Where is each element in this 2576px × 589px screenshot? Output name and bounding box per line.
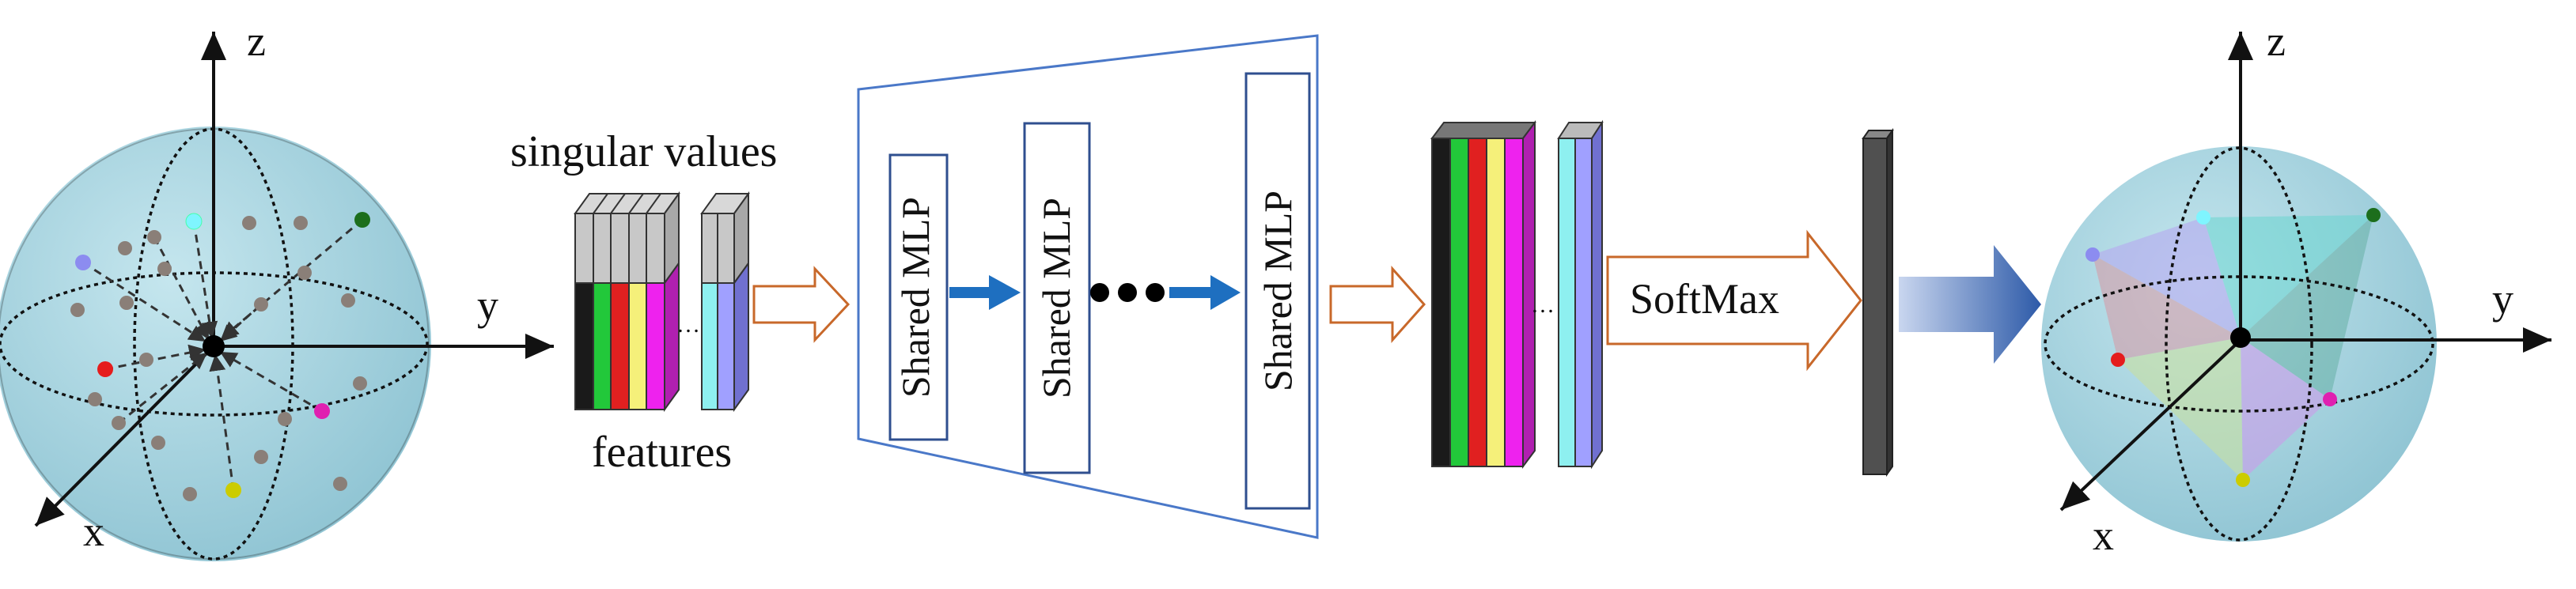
softmax-output-vector — [1862, 127, 1894, 478]
left-point-purple — [75, 255, 91, 270]
output-features — [1430, 119, 1604, 470]
left-point-green — [354, 212, 370, 228]
left-axis-x-label: x — [83, 508, 104, 555]
face-red-yellow — [2118, 338, 2243, 480]
input-matrix: singular values — [510, 127, 777, 477]
left-axis-y-label: y — [477, 281, 498, 329]
softmax-label: SoftMax — [1630, 275, 1779, 323]
left-axis-z-label: z — [247, 17, 266, 65]
mlp-network: Shared MLP Shared MLP Shared MLP — [857, 34, 1319, 539]
left-point-red — [97, 361, 113, 377]
right-origin — [2230, 327, 2251, 348]
mlp-trapezoid — [857, 34, 1319, 539]
right-sphere: z y x — [2041, 17, 2551, 559]
right-x-axis — [2059, 338, 2242, 512]
softmax-arrow: SoftMax — [1606, 229, 1862, 372]
face-yellow-magenta — [2241, 338, 2330, 480]
face-cyan-green — [2203, 215, 2373, 338]
result-arrow — [1899, 245, 2041, 364]
left-point-magenta — [314, 403, 330, 419]
feature-columns — [574, 260, 749, 413]
mlp-ellipsis — [1090, 283, 1165, 302]
mlp-block-3 — [1244, 72, 1311, 510]
features-label: features — [592, 428, 732, 477]
softmax-arrow-shape — [1606, 229, 1862, 372]
left-sphere-gray-points — [70, 216, 367, 501]
right-axis-x-label: x — [2093, 512, 2114, 559]
mlp-block-2 — [1023, 122, 1091, 474]
singular-values-label: singular values — [510, 127, 777, 176]
right-axis-z-label: z — [2267, 17, 2286, 65]
matrix-ellipsis: … — [676, 311, 700, 338]
face-green-magenta — [2241, 215, 2373, 399]
left-sphere: z y x — [0, 17, 554, 561]
output-ellipsis: … — [1531, 292, 1555, 318]
left-x-axis — [34, 345, 215, 527]
singular-values-block — [574, 191, 750, 286]
right-point-purple — [2085, 247, 2100, 262]
mlp-block-2-label: Shared MLP — [1034, 198, 1078, 398]
right-point-green — [2366, 208, 2381, 222]
hollow-arrow-2 — [1329, 266, 1426, 343]
left-point-yellow — [225, 482, 241, 498]
right-point-cyan — [2196, 210, 2210, 225]
mlp-block-1-label: Shared MLP — [893, 197, 938, 398]
mlp-block-1 — [888, 153, 949, 441]
left-sphere-vectors — [82, 218, 363, 491]
face-red-purple — [2093, 255, 2241, 360]
right-point-magenta — [2323, 392, 2337, 406]
mlp-block-3-label: Shared MLP — [1256, 191, 1300, 391]
left-origin — [203, 335, 225, 357]
right-axis-y-label: y — [2492, 275, 2513, 323]
left-point-cyan — [185, 213, 203, 230]
right-point-yellow — [2236, 473, 2250, 487]
right-point-red — [2111, 353, 2125, 367]
face-purple-cyan — [2093, 217, 2241, 338]
hollow-arrow-1 — [752, 266, 850, 343]
